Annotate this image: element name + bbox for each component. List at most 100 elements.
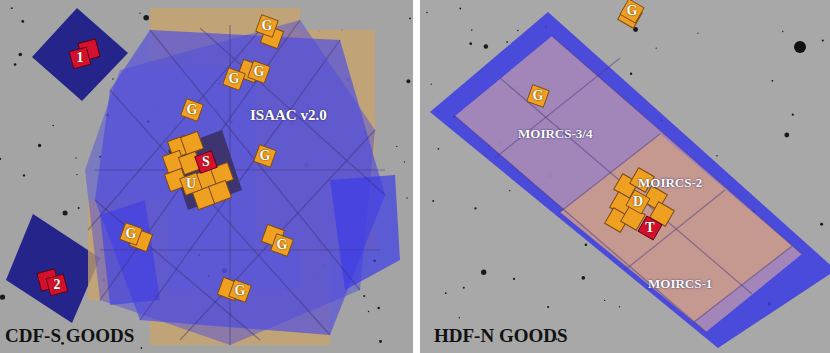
star [506,41,508,43]
square-shape [180,173,203,196]
star [426,12,428,14]
star [404,161,405,162]
star [76,174,77,175]
red-field-square: 2 [46,274,68,296]
square-shape [181,99,204,122]
star [112,78,113,79]
star [21,20,24,23]
stars [0,7,824,348]
star [445,292,447,294]
star [784,133,789,138]
star [409,17,411,19]
panel-title: HDF-N GOODS [434,326,568,345]
field-square: G [120,223,142,245]
star [432,200,434,202]
star [0,158,1,160]
field-letter: G [229,72,240,86]
field-letter: G [260,149,271,163]
field-letter: T [645,221,654,235]
field-name: MOIRCS-2 [638,176,702,189]
moircs-2-field [560,134,792,322]
field-letter: 2 [54,278,61,292]
field-2 [6,214,100,323]
square-shape [195,151,218,174]
star [379,340,382,343]
red-field-square: S [195,151,217,173]
star [23,174,25,176]
star [0,294,5,299]
star [469,42,472,45]
field-letter: 1 [77,51,84,65]
field-square: D [627,191,649,213]
star [63,210,68,215]
red-field-square: T [639,217,661,239]
moircs-1-field [430,12,830,348]
moircs-34-field [455,36,802,332]
field-letter: G [627,4,638,18]
field-square: U [180,173,202,195]
star [782,31,783,32]
companion-squares [129,25,284,300]
star [141,347,143,349]
mosaic [85,20,400,345]
tile-grid [455,36,802,332]
star [474,207,476,209]
star [459,8,461,10]
star [697,33,698,34]
field-square: G [181,99,203,121]
field-letter: G [262,19,273,33]
star [471,29,473,31]
star [139,13,140,14]
star [509,190,510,191]
star [513,278,515,280]
star [656,48,657,49]
star [368,311,369,312]
square-shape [69,47,91,69]
star [406,79,410,83]
star [481,270,486,275]
star [716,155,718,157]
star [377,307,380,310]
star [582,276,586,280]
sky-panel [0,0,413,353]
star [547,306,549,308]
star [630,73,632,75]
field-letter: G [254,65,265,79]
square-shape [638,216,662,240]
star [143,15,149,21]
square-shape [254,145,277,168]
square-shape [248,61,271,84]
square-shape [271,234,294,257]
square-shape [256,15,279,38]
star [619,306,620,307]
field-letter: G [277,238,288,252]
square-shape [46,274,68,296]
star [75,157,76,158]
square-shape [223,68,246,91]
panel-title: CDF-S GOODS [5,326,134,345]
field-square: G [621,0,643,22]
star [772,80,774,82]
star [438,148,440,150]
field-name: MOIRCS-3/4 [518,127,592,140]
field-square: G [256,15,278,37]
star [822,39,824,41]
field-letter: G [533,89,544,103]
star [431,84,432,85]
field-square: G [527,85,549,107]
star [463,287,465,289]
red-field-square: 1 [69,47,91,69]
star [11,7,13,9]
star [517,30,518,31]
star [396,146,397,147]
field-letter: G [187,103,198,117]
deep-grid [162,131,233,209]
star [19,53,23,57]
star [363,295,365,297]
field-square: G [271,234,293,256]
field-letter: U [186,177,196,191]
field-letter: G [126,227,137,241]
field-name: ISAAC v2.0 [250,108,327,123]
